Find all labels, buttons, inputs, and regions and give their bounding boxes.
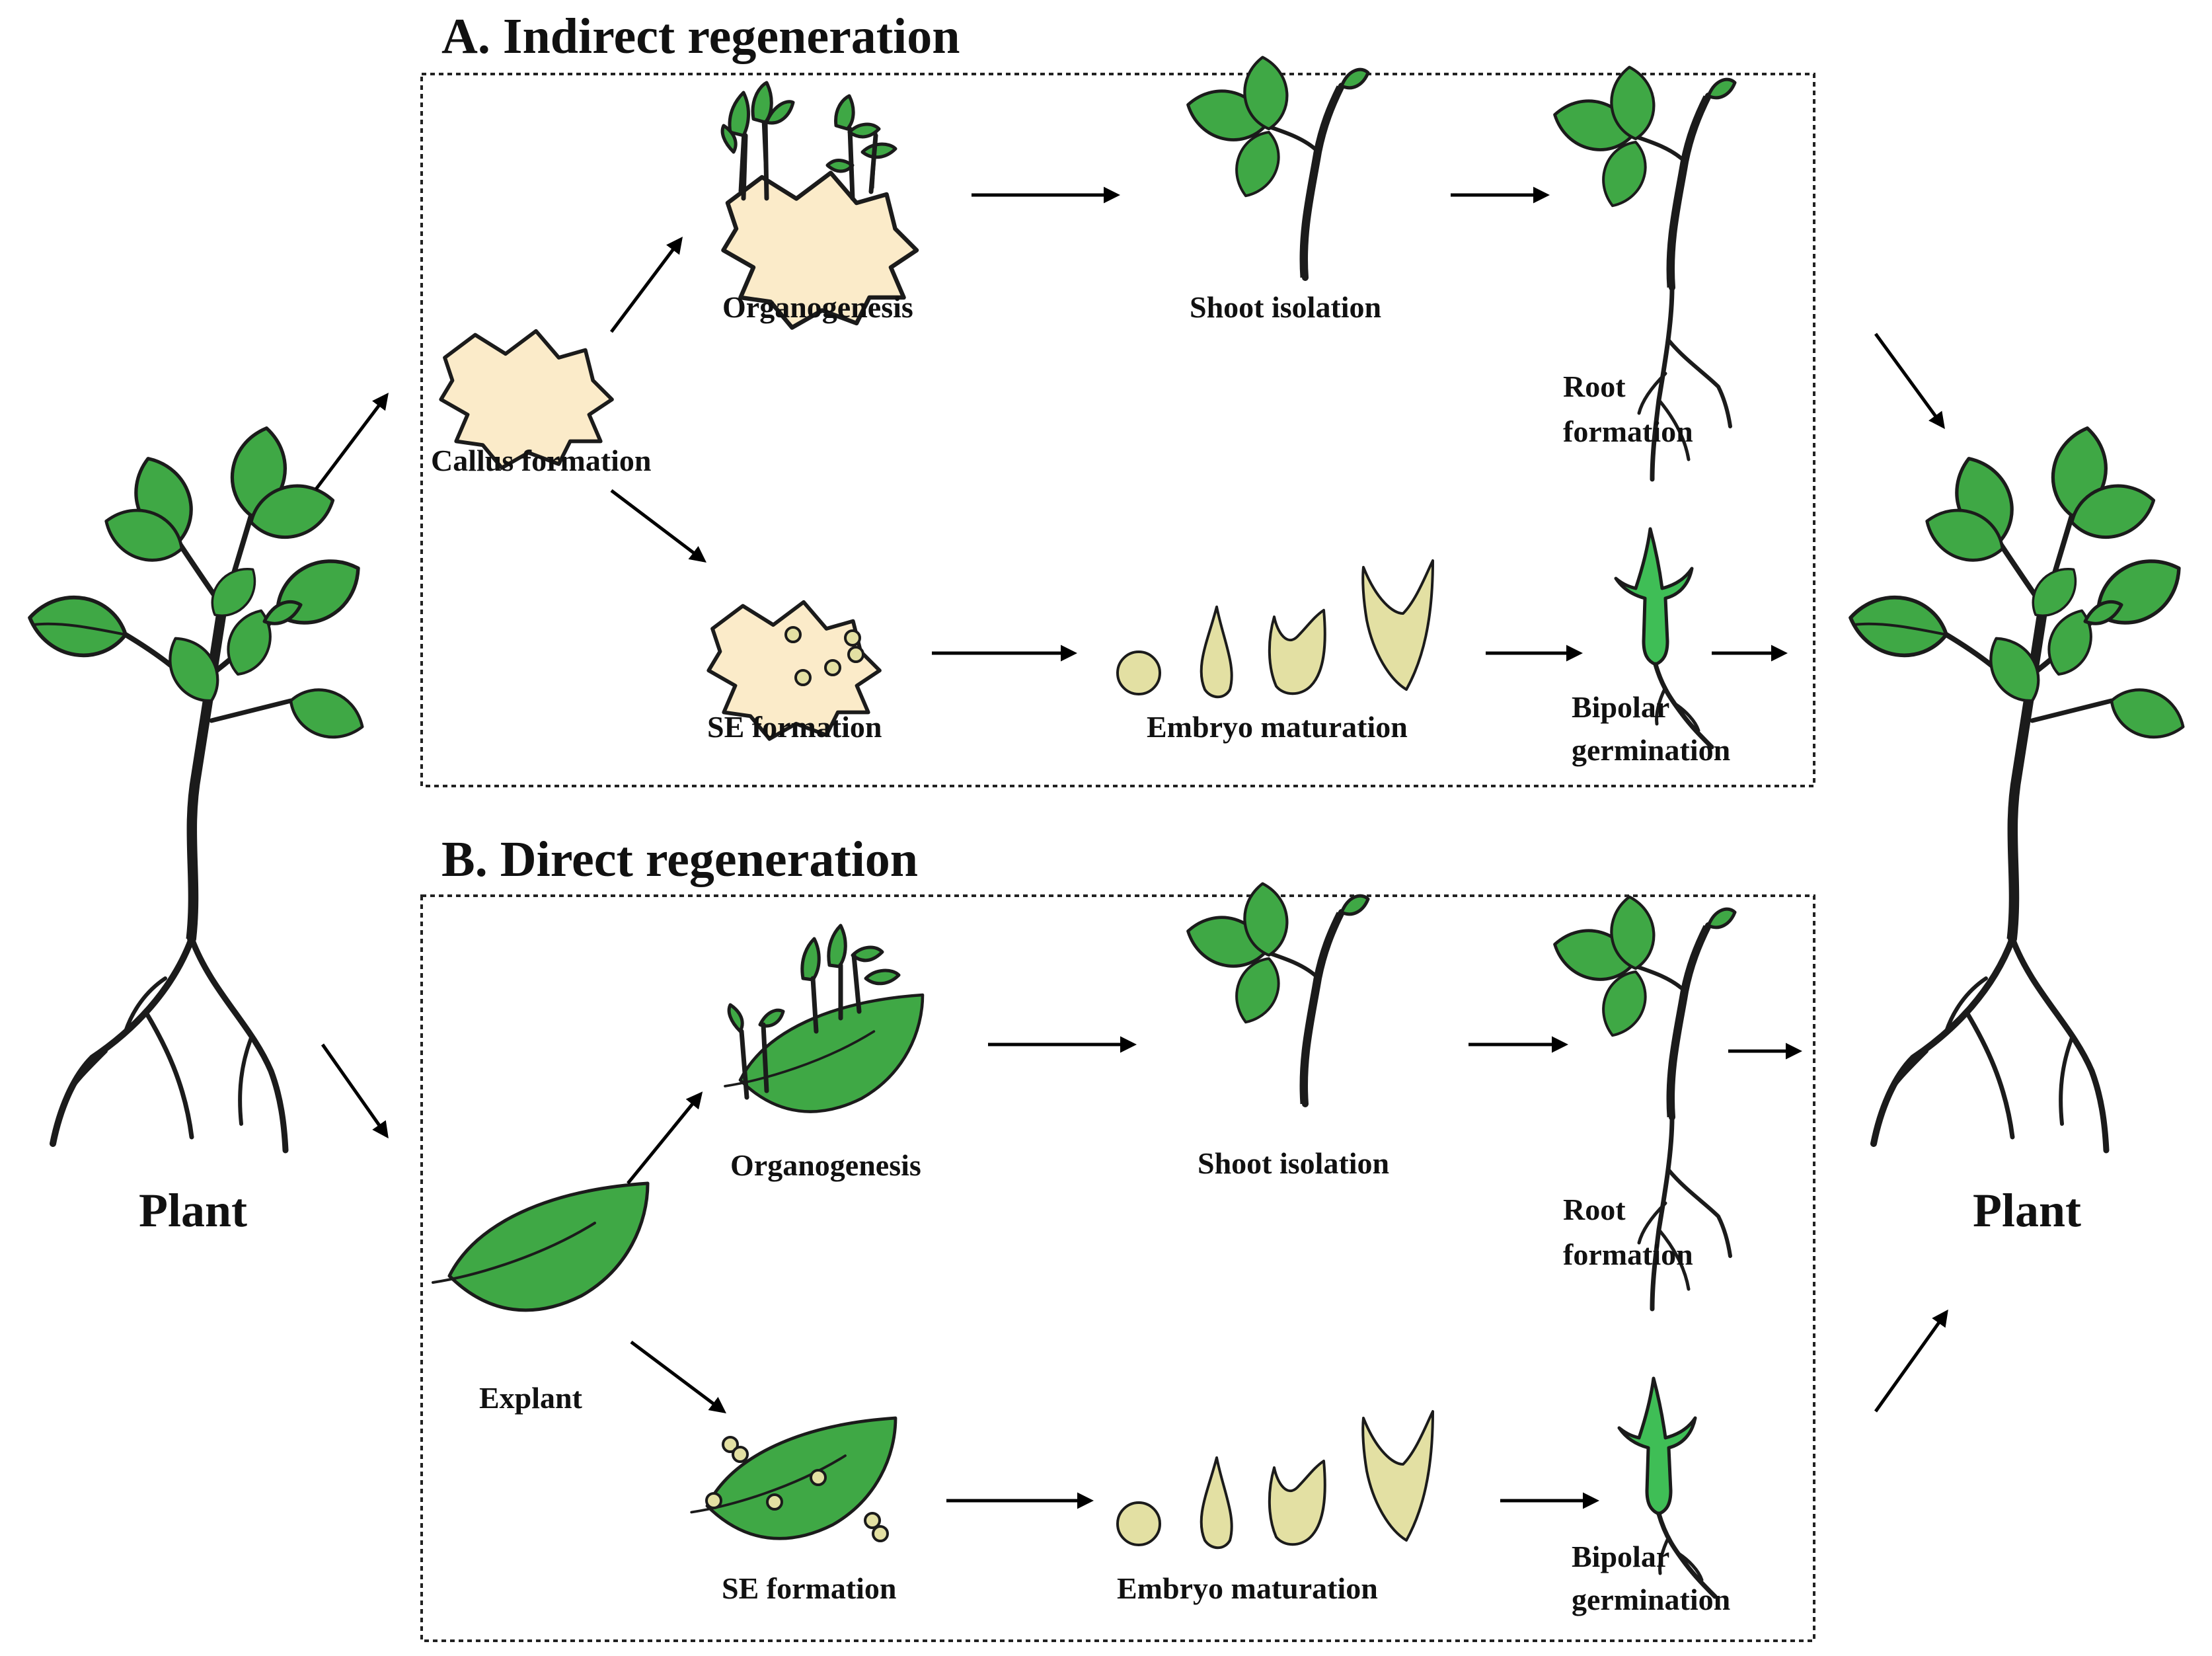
b-organogenesis-label: Organogenesis — [730, 1148, 921, 1182]
plant-right-icon — [1846, 424, 2193, 1150]
b-embryo-stages-icon — [1116, 1410, 1434, 1550]
a-organogenesis-label: Organogenesis — [722, 290, 913, 324]
a-shoot-isolation-label: Shoot isolation — [1190, 290, 1381, 324]
a-callus-label: Callus formation — [431, 444, 652, 477]
plant-right-label: Plant — [1973, 1184, 2081, 1237]
a-root-label-line1: Root — [1563, 370, 1626, 403]
a-root-label-line2: formation — [1563, 414, 1693, 448]
a-embryo-label: Embryo maturation — [1147, 710, 1408, 744]
b-organogenesis-icon — [725, 924, 923, 1111]
a-se-icon — [708, 602, 880, 739]
b-shoot-icon — [1182, 882, 1368, 1104]
b-se-label: SE formation — [722, 1571, 897, 1605]
arrow-explant-to-organogenesis — [627, 1091, 703, 1185]
arrow-explant-to-se — [630, 1341, 726, 1413]
a-organogenesis-icon — [720, 81, 917, 328]
explant-icon — [433, 1183, 648, 1310]
b-root-label-line1: Root — [1563, 1193, 1626, 1226]
a-shoot-icon — [1182, 56, 1368, 278]
b-se-icon — [691, 1418, 896, 1542]
a-embryo-stages-icon — [1116, 559, 1434, 699]
arrow-callus-to-organogenesis — [610, 237, 683, 333]
arrow-callus-to-se — [610, 489, 706, 563]
b-shoot-isolation-label: Shoot isolation — [1198, 1146, 1389, 1180]
b-explant-label: Explant — [479, 1381, 583, 1415]
section-b-title: B. Direct regeneration — [441, 832, 918, 887]
arrow-plant-to-callus — [315, 393, 389, 491]
section-b-box — [420, 894, 1815, 1642]
section-a-title: A. Indirect regeneration — [441, 9, 960, 64]
a-bipolar-label-line1: Bipolar — [1572, 690, 1669, 724]
b-embryo-label: Embryo maturation — [1117, 1571, 1378, 1605]
arrow-plant-to-explant — [321, 1043, 389, 1139]
b-root-label-line2: formation — [1563, 1238, 1693, 1271]
plant-left-label: Plant — [139, 1184, 247, 1237]
plant-left-icon — [25, 424, 372, 1150]
a-bipolar-label-line2: germination — [1572, 733, 1730, 767]
arrow-b-to-plant — [1874, 1309, 1948, 1413]
a-se-label: SE formation — [707, 710, 882, 744]
section-a-box — [420, 73, 1815, 787]
b-bipolar-label-line1: Bipolar — [1572, 1540, 1669, 1573]
arrow-a-to-plant — [1874, 333, 1945, 430]
b-bipolar-label-line2: germination — [1572, 1583, 1730, 1616]
